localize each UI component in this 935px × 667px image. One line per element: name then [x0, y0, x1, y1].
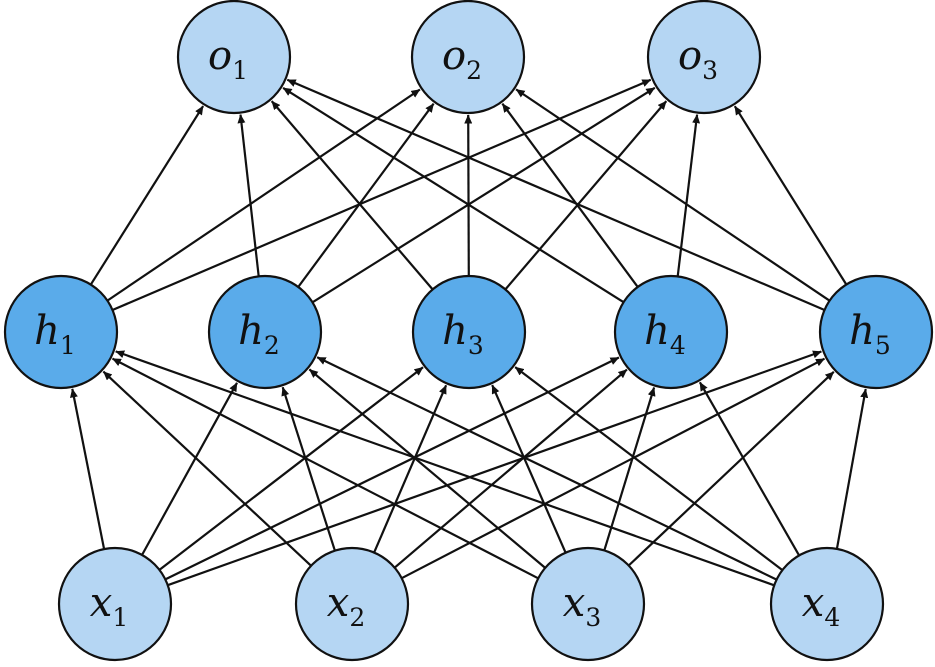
connection-edges — [70, 78, 869, 587]
node-x2: x2 — [294, 546, 410, 662]
node-subscript: 1 — [232, 56, 248, 85]
node-circle-x3 — [530, 546, 646, 662]
edge-h2-to-o2 — [297, 103, 435, 288]
node-label-h4: h4 — [644, 308, 686, 360]
node-circle-x4 — [769, 546, 885, 662]
edge-x4-to-h1 — [115, 350, 775, 587]
node-circle-o2 — [410, 0, 526, 115]
edge-h3-to-o3 — [504, 100, 668, 291]
edge-x4-to-h4 — [698, 381, 801, 556]
node-label-o2: o2 — [442, 33, 482, 85]
node-label-h3: h3 — [442, 308, 484, 360]
node-circle-h5 — [818, 274, 934, 390]
node-subscript: 2 — [466, 56, 482, 85]
node-circle-h2 — [207, 274, 323, 390]
node-circle-x1 — [57, 546, 173, 662]
node-x3: x3 — [530, 546, 646, 662]
edge-x1-to-h3 — [158, 366, 424, 571]
edge-h1-to-o3 — [112, 78, 652, 312]
edge-x3-to-h2 — [308, 368, 546, 569]
edge-x2-to-h1 — [102, 370, 312, 567]
edge-h4-to-o2 — [501, 103, 639, 288]
node-o2: o2 — [410, 0, 526, 115]
edge-x3-to-h4 — [603, 387, 656, 551]
node-label-x3: x3 — [563, 580, 601, 632]
edge-x3-to-h1 — [111, 357, 539, 580]
node-letter: h — [644, 308, 670, 354]
node-h1: h1 — [3, 274, 119, 390]
node-subscript: 3 — [585, 603, 601, 632]
edge-x4-to-h5 — [835, 388, 869, 550]
edge-h4-to-o1 — [282, 86, 625, 304]
edge-x2-to-h5 — [401, 357, 826, 580]
edge-x3-to-h5 — [627, 371, 835, 567]
edge-x1-to-h1 — [70, 388, 106, 550]
node-x4: x4 — [769, 546, 885, 662]
edge-x1-to-h5 — [167, 350, 822, 587]
node-letter: h — [442, 308, 468, 354]
node-circle-o1 — [176, 0, 292, 115]
node-subscript: 1 — [60, 331, 76, 360]
node-letter: h — [34, 308, 60, 354]
edge-x1-to-h4 — [164, 356, 620, 581]
node-circle-h4 — [613, 274, 729, 390]
node-letter: x — [90, 580, 113, 626]
node-letter: o — [208, 33, 232, 79]
node-label-h5: h5 — [849, 308, 891, 360]
node-h2: h2 — [207, 274, 323, 390]
node-x1: x1 — [57, 546, 173, 662]
edge-x2-to-h3 — [373, 384, 448, 554]
edge-h5-to-o1 — [286, 78, 825, 312]
node-o3: o3 — [646, 0, 762, 115]
edge-x2-to-h4 — [393, 368, 628, 569]
node-letter: x — [563, 580, 586, 626]
node-h5: h5 — [818, 274, 934, 390]
node-letter: o — [442, 33, 466, 79]
edge-h2-to-o3 — [311, 86, 656, 304]
node-letter: x — [802, 580, 825, 626]
node-subscript: 3 — [702, 56, 718, 85]
node-h3: h3 — [411, 274, 527, 390]
edge-h3-to-o1 — [270, 100, 434, 291]
node-label-x2: x2 — [327, 580, 365, 632]
node-label-o3: o3 — [678, 33, 718, 85]
edge-x4-to-h2 — [316, 356, 778, 581]
node-circle-h3 — [411, 274, 527, 390]
node-letter: o — [678, 33, 702, 79]
node-label-x4: x4 — [802, 580, 840, 632]
node-subscript: 4 — [670, 331, 686, 360]
node-label-x1: x1 — [90, 580, 128, 632]
edge-h5-to-o3 — [733, 105, 848, 286]
node-label-o1: o1 — [208, 33, 248, 85]
node-h4: h4 — [613, 274, 729, 390]
node-subscript: 4 — [824, 603, 840, 632]
edge-h5-to-o2 — [515, 88, 831, 302]
node-o1: o1 — [176, 0, 292, 115]
edge-h2-to-o1 — [237, 114, 260, 277]
edge-h1-to-o2 — [106, 88, 421, 302]
node-label-h2: h2 — [238, 308, 280, 360]
node-letter: h — [238, 308, 264, 354]
node-circle-o3 — [646, 0, 762, 115]
node-letter: x — [327, 580, 350, 626]
node-label-h1: h1 — [34, 308, 76, 360]
node-subscript: 3 — [468, 331, 484, 360]
node-subscript: 2 — [349, 603, 365, 632]
edge-x3-to-h3 — [491, 384, 567, 554]
node-subscript: 5 — [875, 331, 891, 360]
edge-h3-to-o2 — [464, 114, 473, 277]
node-circle-x2 — [294, 546, 410, 662]
node-letter: h — [849, 308, 875, 354]
edge-h1-to-o1 — [89, 105, 205, 286]
node-subscript: 1 — [112, 603, 128, 632]
edge-x1-to-h2 — [141, 382, 238, 556]
node-circle-h1 — [3, 274, 119, 390]
node-subscript: 2 — [264, 331, 280, 360]
edge-x4-to-h3 — [514, 366, 784, 571]
